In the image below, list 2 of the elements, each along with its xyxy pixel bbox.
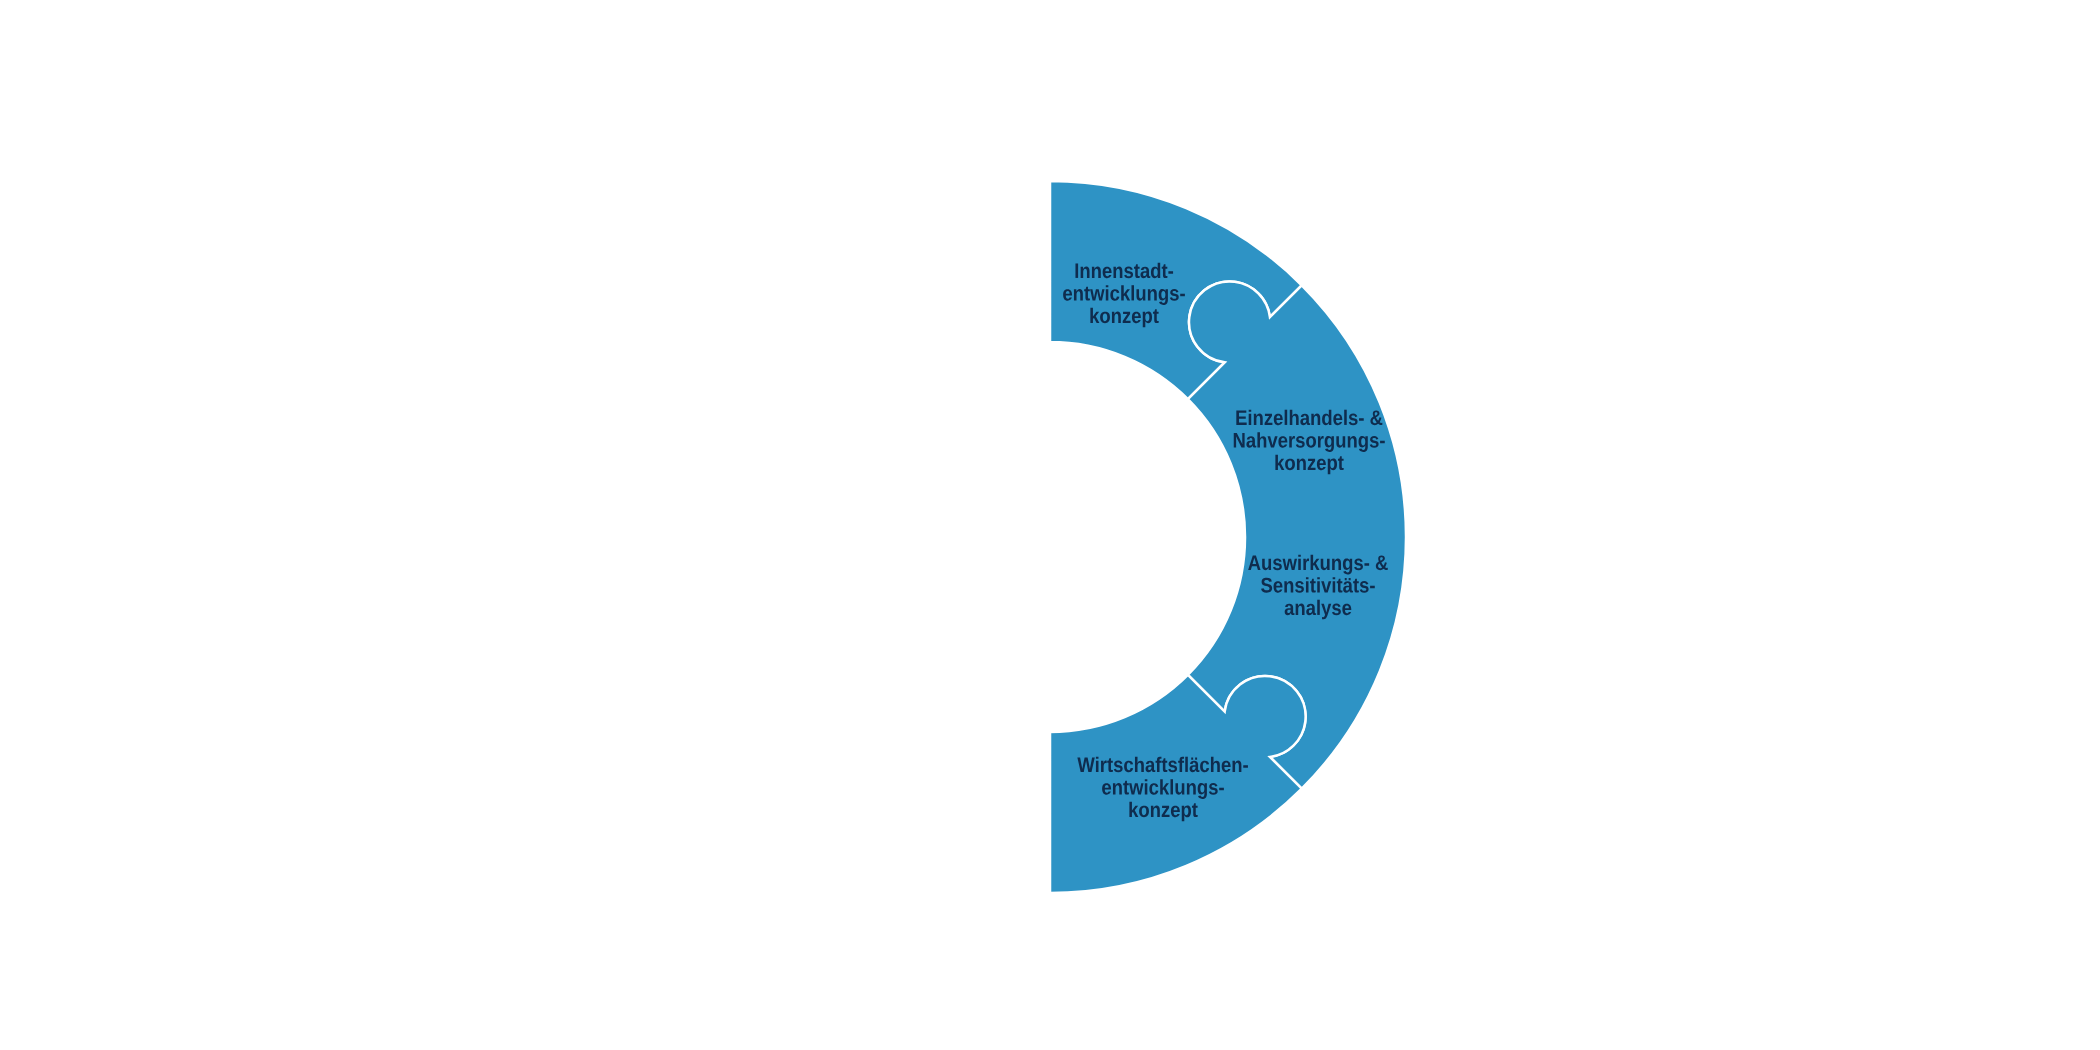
puzzle-piece: Innenstadt- entwicklungs- konzept bbox=[1048, 179, 1303, 401]
puzzle-piece: Wirtschaftsflächen- entwicklungs- konzept bbox=[1048, 673, 1307, 895]
